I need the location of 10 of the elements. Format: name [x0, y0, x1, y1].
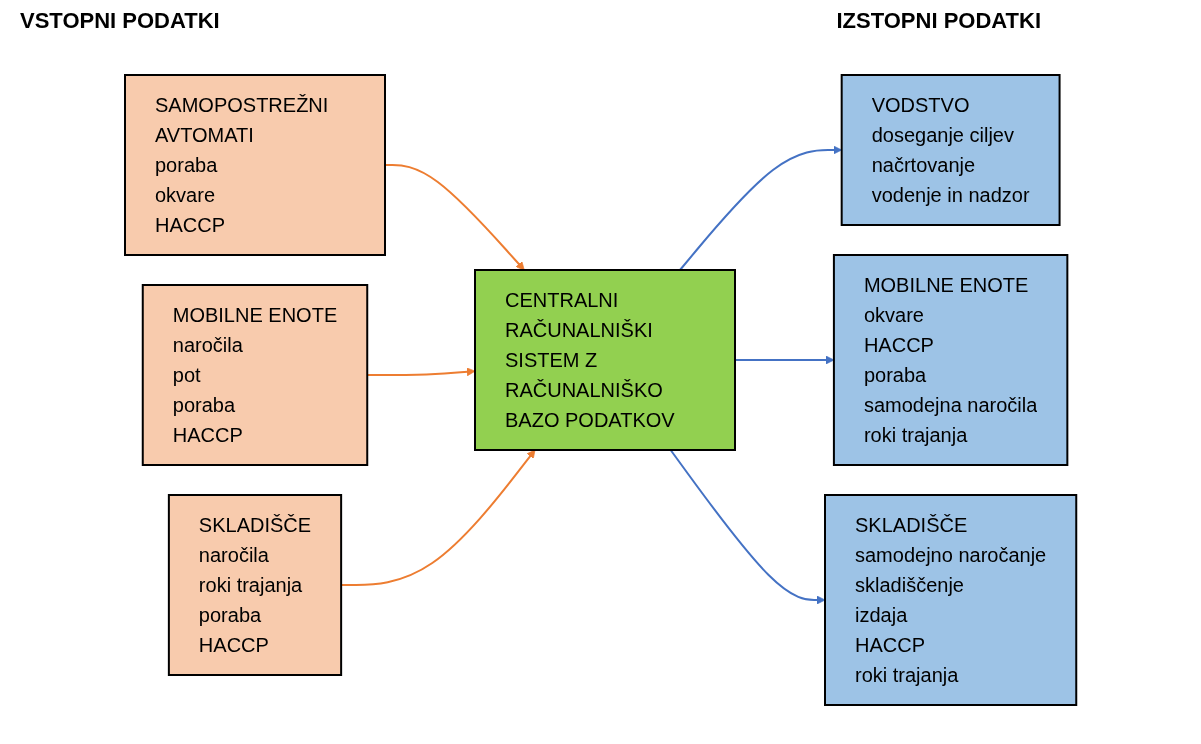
node-box: CENTRALNI RAČUNALNIŠKI SISTEM Z RAČUNALNIŠKO BAZO PODATKOV: [473, 269, 736, 451]
column-heading: IZSTOPNI PODATKI: [836, 8, 1041, 35]
column-heading: VSTOPNI PODATKI: [20, 8, 220, 35]
node-box: SKLADIŠČE samodejno naročanje skladiščenje izdaja HACCP roki trajanja: [823, 494, 1078, 706]
node-box: VODSTVO doseganje ciljev načrtovanje vodenje in nadzor: [840, 74, 1061, 226]
arrow: [678, 145, 842, 271]
node-box: SAMOPOSTREŽNI AVTOMATI poraba okvare HACCP: [123, 74, 386, 256]
node-box: MOBILNE ENOTE okvare HACCP poraba samodejna naročila roki trajanja: [832, 254, 1069, 466]
node-box: MOBILNE ENOTE naročila pot poraba HACCP: [141, 284, 369, 466]
node-box: SKLADIŠČE naročila roki trajanja poraba HACCP: [167, 494, 342, 676]
